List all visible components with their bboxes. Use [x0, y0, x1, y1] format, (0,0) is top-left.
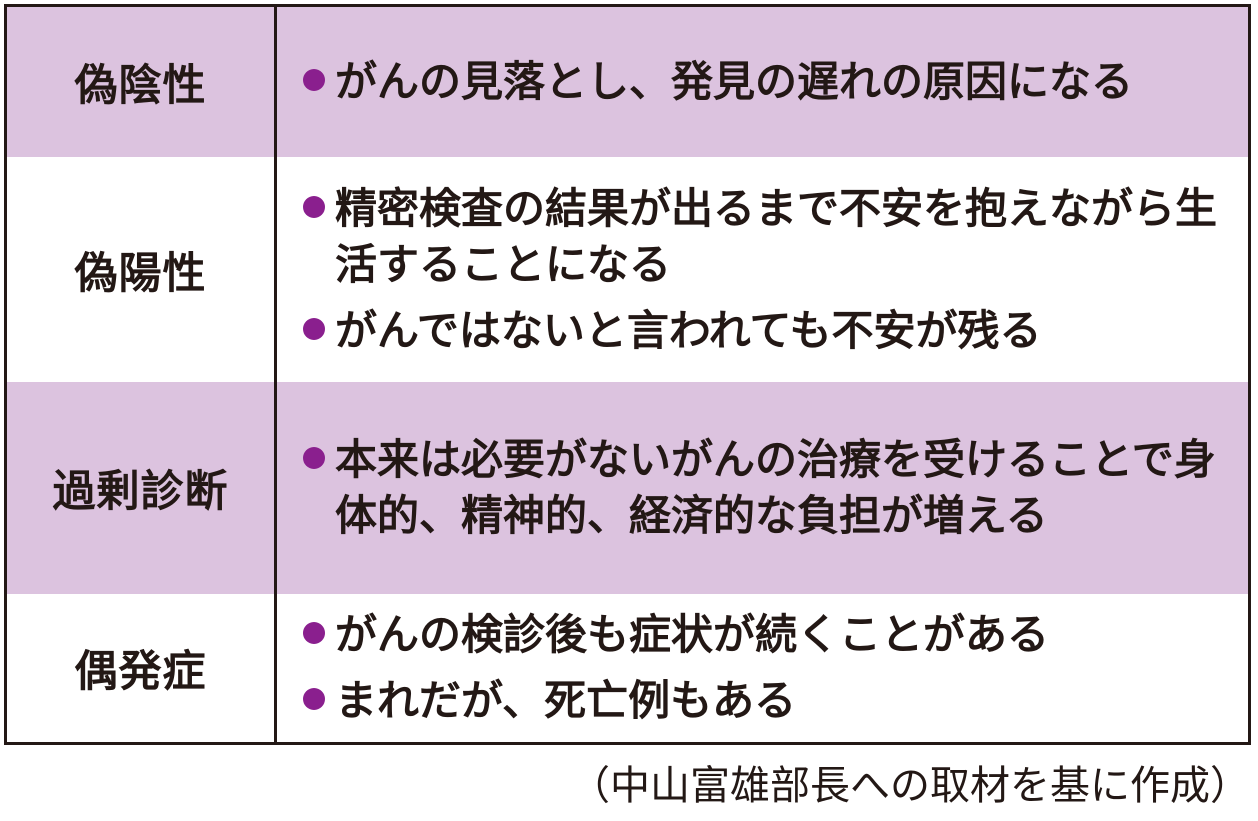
info-table: 偽陰性 がんの見落とし、発見の遅れの原因になる 偽陽性 精密検査の結果が出るまで…: [4, 4, 1251, 745]
row-body: がんの検診後も症状が続くことがある まれだが、死亡例もある: [277, 594, 1248, 742]
row-header: 偶発症: [74, 647, 207, 697]
bullet-dot-icon: [303, 195, 325, 218]
column-divider: [274, 7, 277, 742]
bullet-dot-icon: [303, 69, 325, 91]
table-row-false-positive: 偽陽性 精密検査の結果が出るまで不安を抱えながら生活することになる がんではない…: [7, 157, 1248, 382]
bullet-item: がんの検診後も症状が続くことがある: [277, 607, 1232, 663]
bullet-dot-icon: [303, 622, 325, 644]
bullet-dot-icon: [303, 317, 325, 340]
row-body: 本来は必要がないがんの治療を受けることで身体的、精神的、経済的な負担が増える: [277, 382, 1248, 594]
bullet-item: がんではないと言われても不安が残る: [277, 303, 1232, 359]
bullet-text: がんの見落とし、発見の遅れの原因になる: [335, 57, 1134, 106]
bullet-text: 精密検査の結果が出るまで不安を抱えながら生活することになる: [335, 183, 1218, 289]
bullet-text: がんの検診後も症状が続くことがある: [335, 610, 1050, 659]
bullet-text: 本来は必要がないがんの治療を受けることで身体的、精神的、経済的な負担が増える: [335, 435, 1216, 540]
bullet-item: まれだが、死亡例もある: [277, 673, 1232, 729]
row-header: 偽陰性: [74, 61, 207, 111]
bullet-dot-icon: [303, 688, 325, 710]
table-row-overdiagnosis: 過剰診断 本来は必要がないがんの治療を受けることで身体的、精神的、経済的な負担が…: [7, 382, 1248, 594]
bullet-item: 本来は必要がないがんの治療を受けることで身体的、精神的、経済的な負担が増える: [277, 432, 1232, 544]
table-row-complications: 偶発症 がんの検診後も症状が続くことがある まれだが、死亡例もある: [7, 594, 1248, 742]
row-header: 偽陽性: [74, 248, 207, 299]
bullet-text: がんではないと言われても不安が残る: [335, 305, 1042, 355]
row-header: 過剰診断: [52, 467, 229, 517]
bullet-item: 精密検査の結果が出るまで不安を抱えながら生活することになる: [277, 181, 1232, 293]
source-note: （中山富雄部長への取材を基に作成）: [570, 763, 1250, 809]
bullet-text: まれだが、死亡例もある: [335, 676, 797, 725]
bullet-item: がんの見落とし、発見の遅れの原因になる: [277, 54, 1232, 110]
bullet-dot-icon: [303, 447, 325, 469]
row-body: 精密検査の結果が出るまで不安を抱えながら生活することになる がんではないと言われ…: [277, 157, 1248, 382]
table-row-false-negative: 偽陰性 がんの見落とし、発見の遅れの原因になる: [7, 7, 1248, 157]
row-body: がんの見落とし、発見の遅れの原因になる: [277, 7, 1248, 157]
